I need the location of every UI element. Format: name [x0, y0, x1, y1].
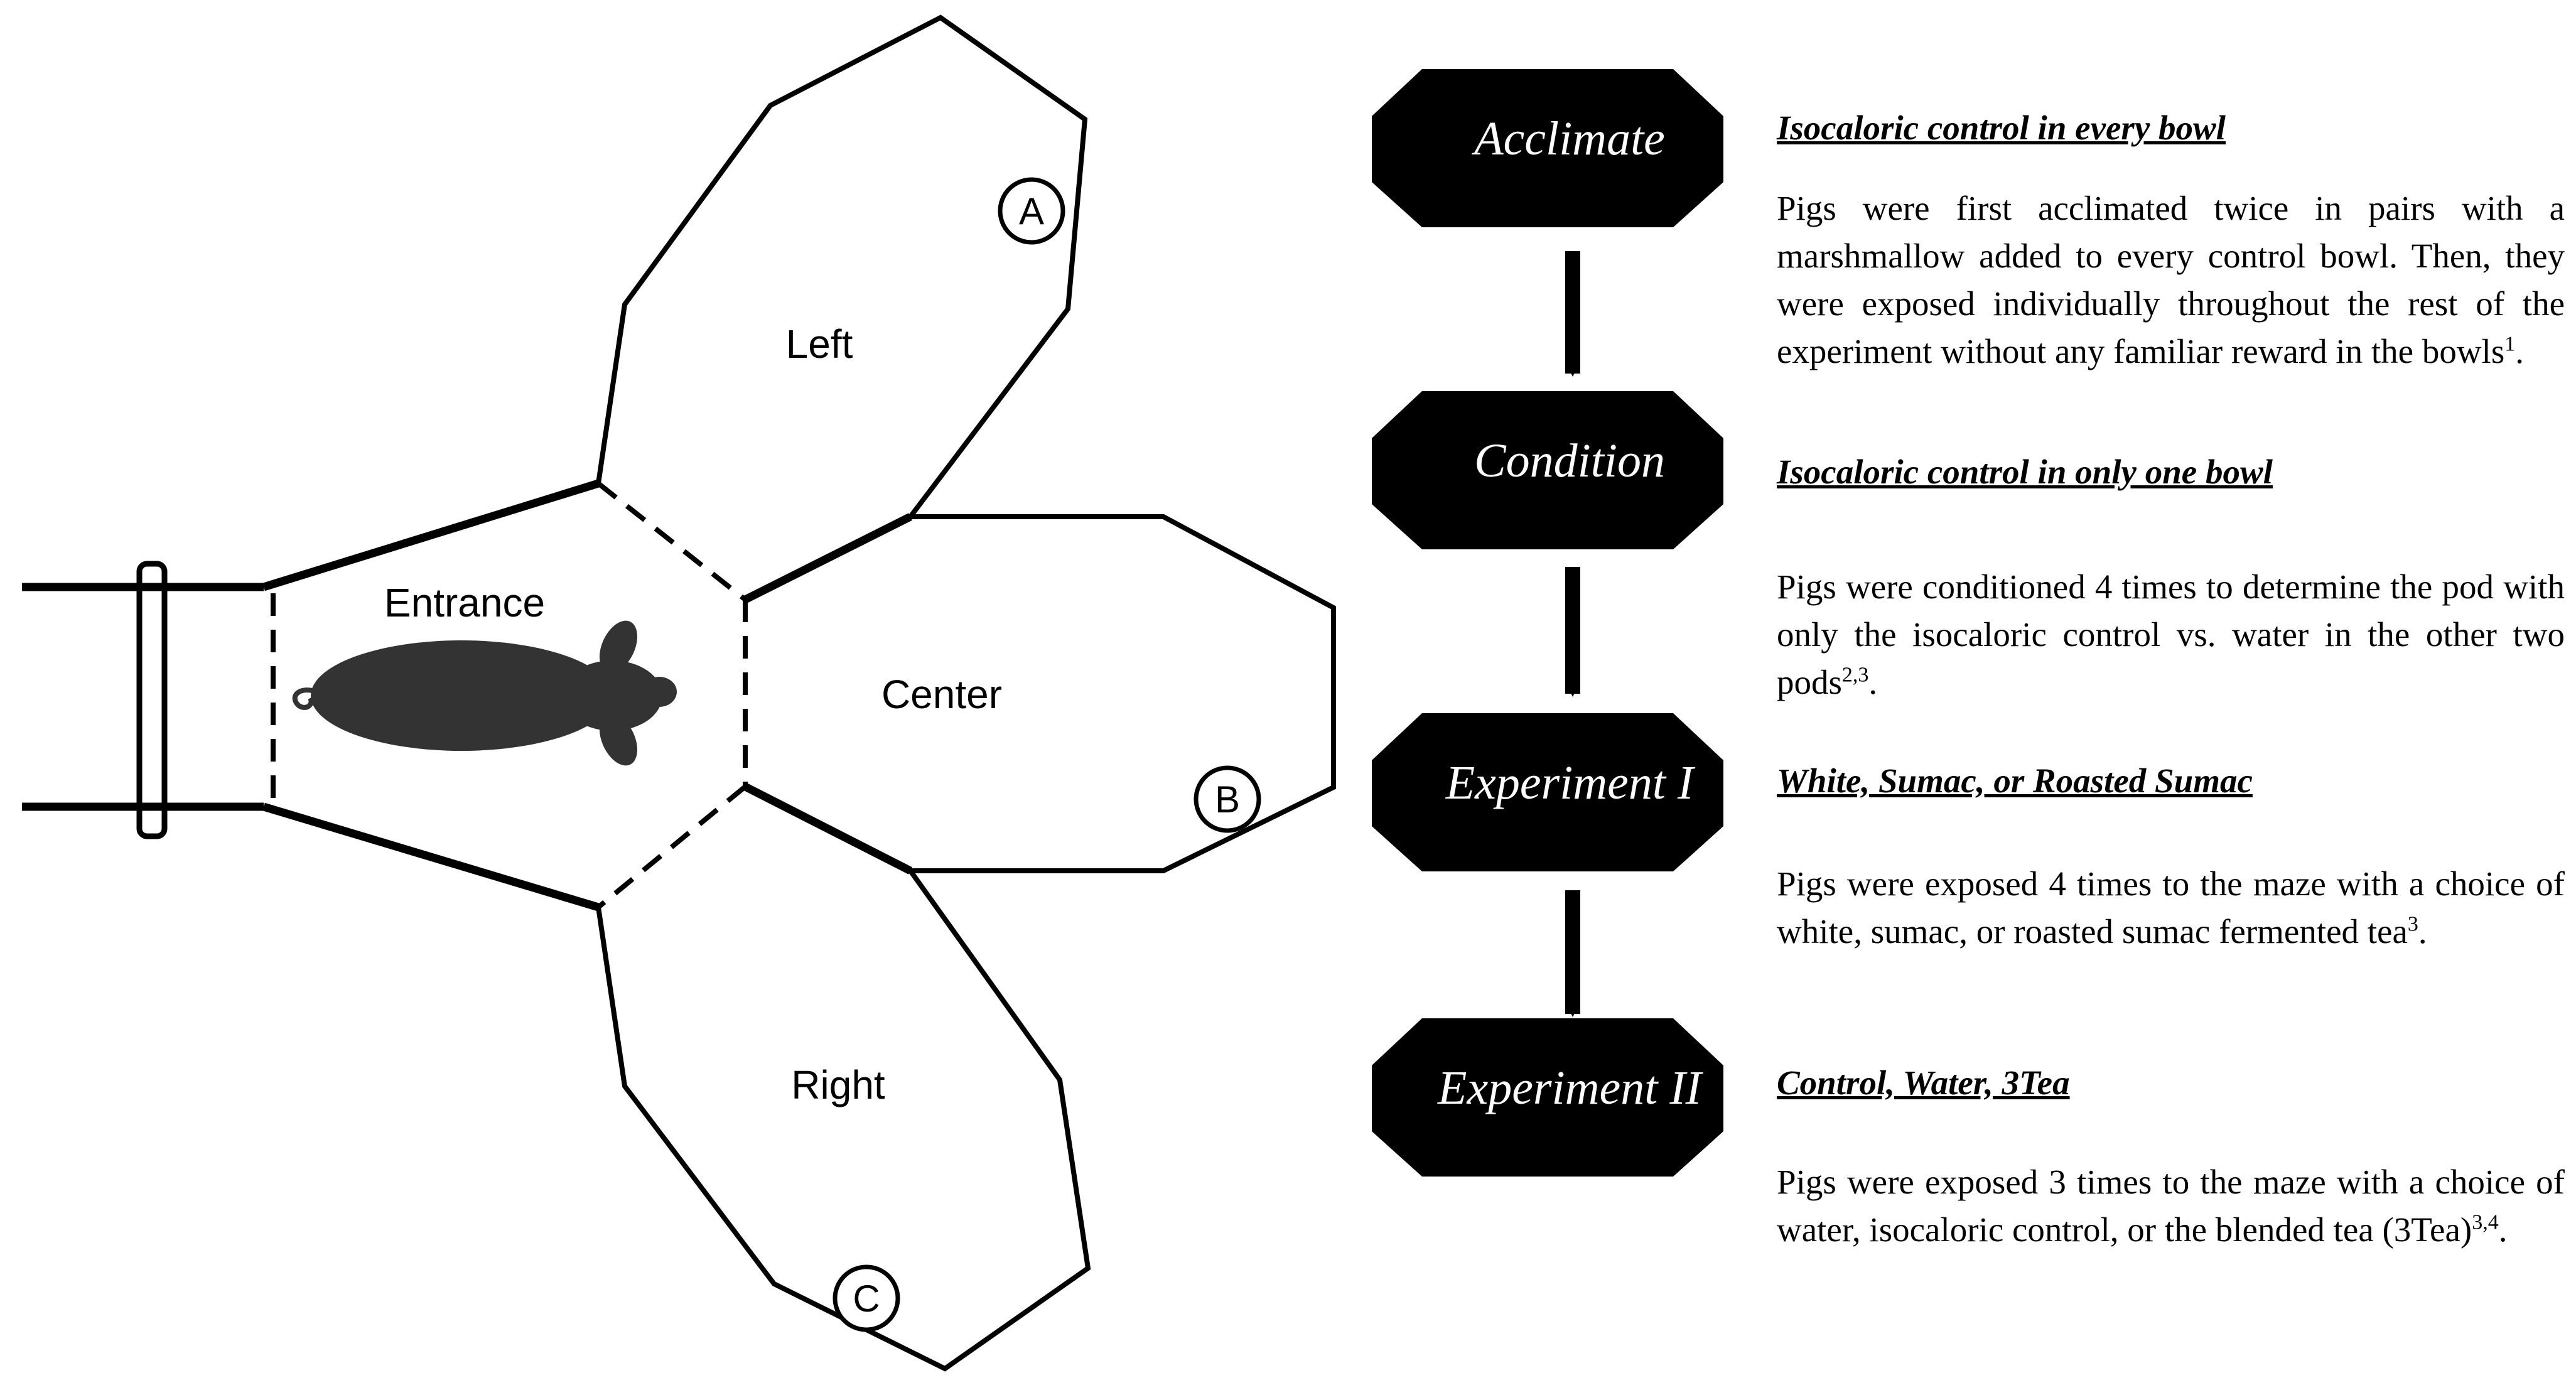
left-pod: Left A: [596, 14, 1088, 603]
entry-corridor: [22, 561, 264, 839]
step-description-experiment-i: Pigs were exposed 4 times to the maze wi…: [1777, 864, 2565, 951]
right-pod-label: Right: [791, 1062, 885, 1107]
flow-step-acclimate: Acclimate: [1372, 69, 1723, 227]
svg-text:Experiment II: Experiment II: [1437, 1062, 1704, 1114]
step-heading-experiment-i: White, Sumac, or Roasted Sumac: [1777, 762, 2253, 800]
left-pod-label: Left: [786, 321, 853, 367]
svg-text:A: A: [1019, 190, 1044, 232]
step-description-condition: Pigs were conditioned 4 times to determi…: [1777, 568, 2565, 701]
svg-text:C: C: [853, 1278, 880, 1320]
step-description-experiment-ii: Pigs were exposed 3 times to the maze wi…: [1777, 1163, 2565, 1249]
entrance-label: Entrance: [384, 580, 545, 625]
center-pod-label: Center: [881, 672, 1002, 717]
flow-step-condition: Condition: [1372, 391, 1723, 549]
bowl-c: C: [833, 1264, 900, 1332]
step-heading-condition: Isocaloric control in only one bowl: [1777, 453, 2273, 491]
entry-gate: [136, 561, 168, 839]
svg-text:B: B: [1215, 778, 1240, 821]
step-description-acclimate: Pigs were first acclimated twice in pair…: [1777, 189, 2565, 370]
svg-text:Experiment I: Experiment I: [1445, 757, 1696, 809]
svg-text:Acclimate: Acclimate: [1471, 112, 1665, 165]
step-heading-acclimate: Isocaloric control in every bowl: [1777, 109, 2226, 147]
bowl-a: A: [998, 177, 1065, 245]
bowl-b: B: [1194, 765, 1261, 833]
flow-step-experiment-ii: Experiment II: [1372, 1018, 1723, 1177]
svg-text:Condition: Condition: [1474, 434, 1665, 487]
right-pod: Right C: [596, 869, 1091, 1372]
flow-step-experiment-i: Experiment I: [1372, 713, 1723, 871]
entrance-chamber: Entrance: [262, 479, 748, 912]
step-heading-experiment-ii: Control, Water, 3Tea: [1777, 1064, 2070, 1102]
center-pod: Center B: [743, 514, 1336, 875]
pig-silhouette: [292, 620, 677, 766]
